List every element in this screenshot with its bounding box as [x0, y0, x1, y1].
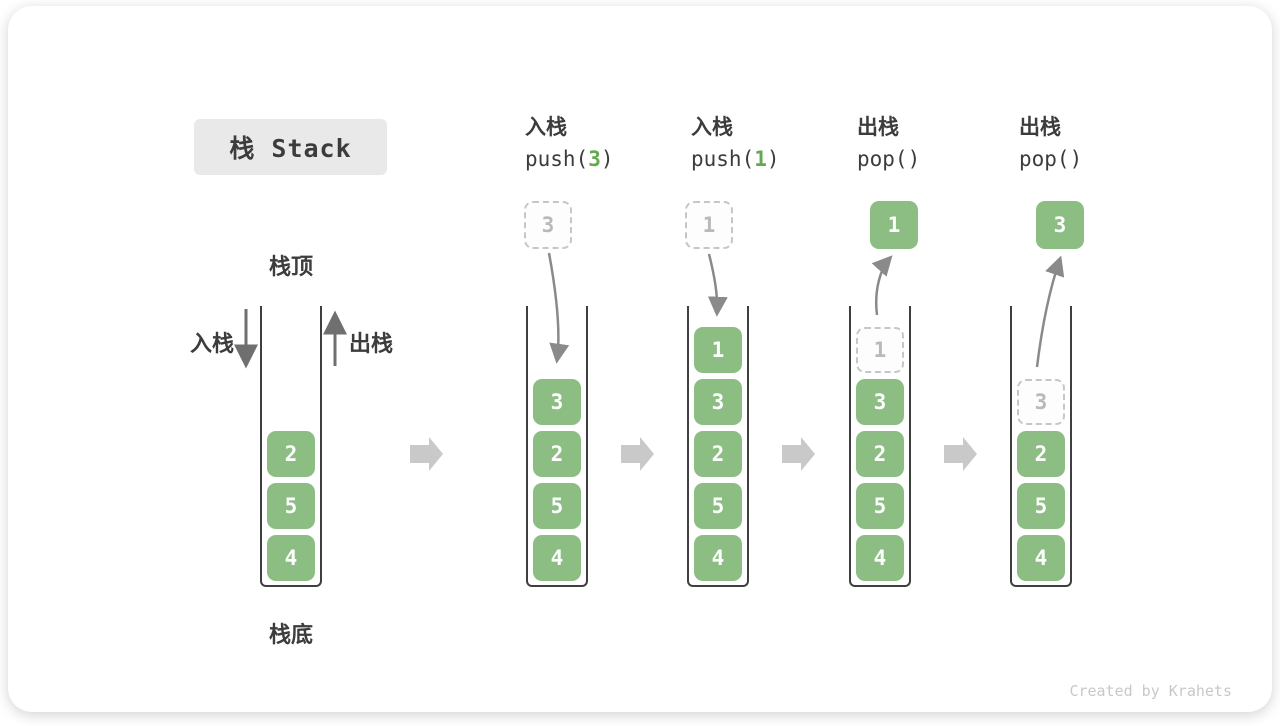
step-op-label: 入栈 — [525, 115, 567, 139]
step-code-label: pop() — [857, 147, 921, 171]
stack-bottom-label: 栈底 — [268, 623, 313, 648]
stack-state-initial: 2 5 4 — [260, 306, 322, 587]
stack-item: 5 — [694, 483, 742, 529]
moving-value-box: 3 — [1036, 201, 1084, 249]
moving-value-box: 1 — [685, 201, 733, 249]
step-op-label: 出栈 — [1019, 115, 1061, 139]
step-header-push-3: 入栈 push(3) — [525, 112, 675, 176]
stack-item: 2 — [267, 431, 315, 477]
stack-item: 5 — [533, 483, 581, 529]
stack-item: 3 — [856, 379, 904, 425]
stack-item: 4 — [1017, 535, 1065, 581]
pop-direction-label: 出栈 — [349, 332, 394, 357]
stack-item: 2 — [1017, 431, 1065, 477]
code-arg: 3 — [588, 147, 601, 171]
next-step-arrow-icon — [944, 437, 977, 471]
push-direction-label: 入栈 — [189, 332, 234, 357]
stack-item: 4 — [694, 535, 742, 581]
next-step-arrow-icon — [782, 437, 815, 471]
stack-state-after-pop-3: 3 2 5 4 — [1010, 306, 1072, 587]
step-op-label: 入栈 — [691, 115, 733, 139]
stack-top-label: 栈顶 — [268, 255, 313, 280]
diagram-title-text: 栈 Stack — [229, 134, 352, 163]
stack-item: 5 — [856, 483, 904, 529]
stack-item: 4 — [533, 535, 581, 581]
stack-item: 3 — [694, 379, 742, 425]
push-1-curve-arrow-icon — [707, 253, 728, 317]
stack-state-after-push-3: 3 2 5 4 — [526, 306, 588, 587]
stack-item: 4 — [267, 535, 315, 581]
watermark: Created by Krahets — [1069, 682, 1232, 700]
stack-item: 3 — [533, 379, 581, 425]
step-header-pop-1: 出栈 pop() — [857, 112, 1007, 176]
moving-value-box: 3 — [524, 201, 572, 249]
step-header-push-1: 入栈 push(1) — [691, 112, 841, 176]
stack-item: 2 — [694, 431, 742, 477]
step-code-label: pop() — [1019, 147, 1083, 171]
stack-item: 2 — [533, 431, 581, 477]
moving-value-box: 1 — [870, 201, 918, 249]
stack-item: 5 — [267, 483, 315, 529]
stack-item: 5 — [1017, 483, 1065, 529]
next-step-arrow-icon — [410, 437, 443, 471]
stack-item: 4 — [856, 535, 904, 581]
diagram-card: 栈 Stack 入栈 push(3) 入栈 push(1) 出栈 pop() 出… — [8, 6, 1272, 712]
step-code-label: push(1) — [691, 147, 780, 171]
diagram-title: 栈 Stack — [194, 119, 387, 175]
step-header-pop-3: 出栈 pop() — [1019, 112, 1169, 176]
next-step-arrow-icon — [621, 437, 654, 471]
step-op-label: 出栈 — [857, 115, 899, 139]
code-arg: 1 — [754, 147, 767, 171]
stack-item-removed: 3 — [1017, 379, 1065, 425]
stack-item: 2 — [856, 431, 904, 477]
step-code-label: push(3) — [525, 147, 614, 171]
stack-item-removed: 1 — [856, 327, 904, 373]
stack-state-after-push-1: 1 3 2 5 4 — [687, 306, 749, 587]
stack-state-after-pop-1: 1 3 2 5 4 — [849, 306, 911, 587]
stack-item: 1 — [694, 327, 742, 373]
